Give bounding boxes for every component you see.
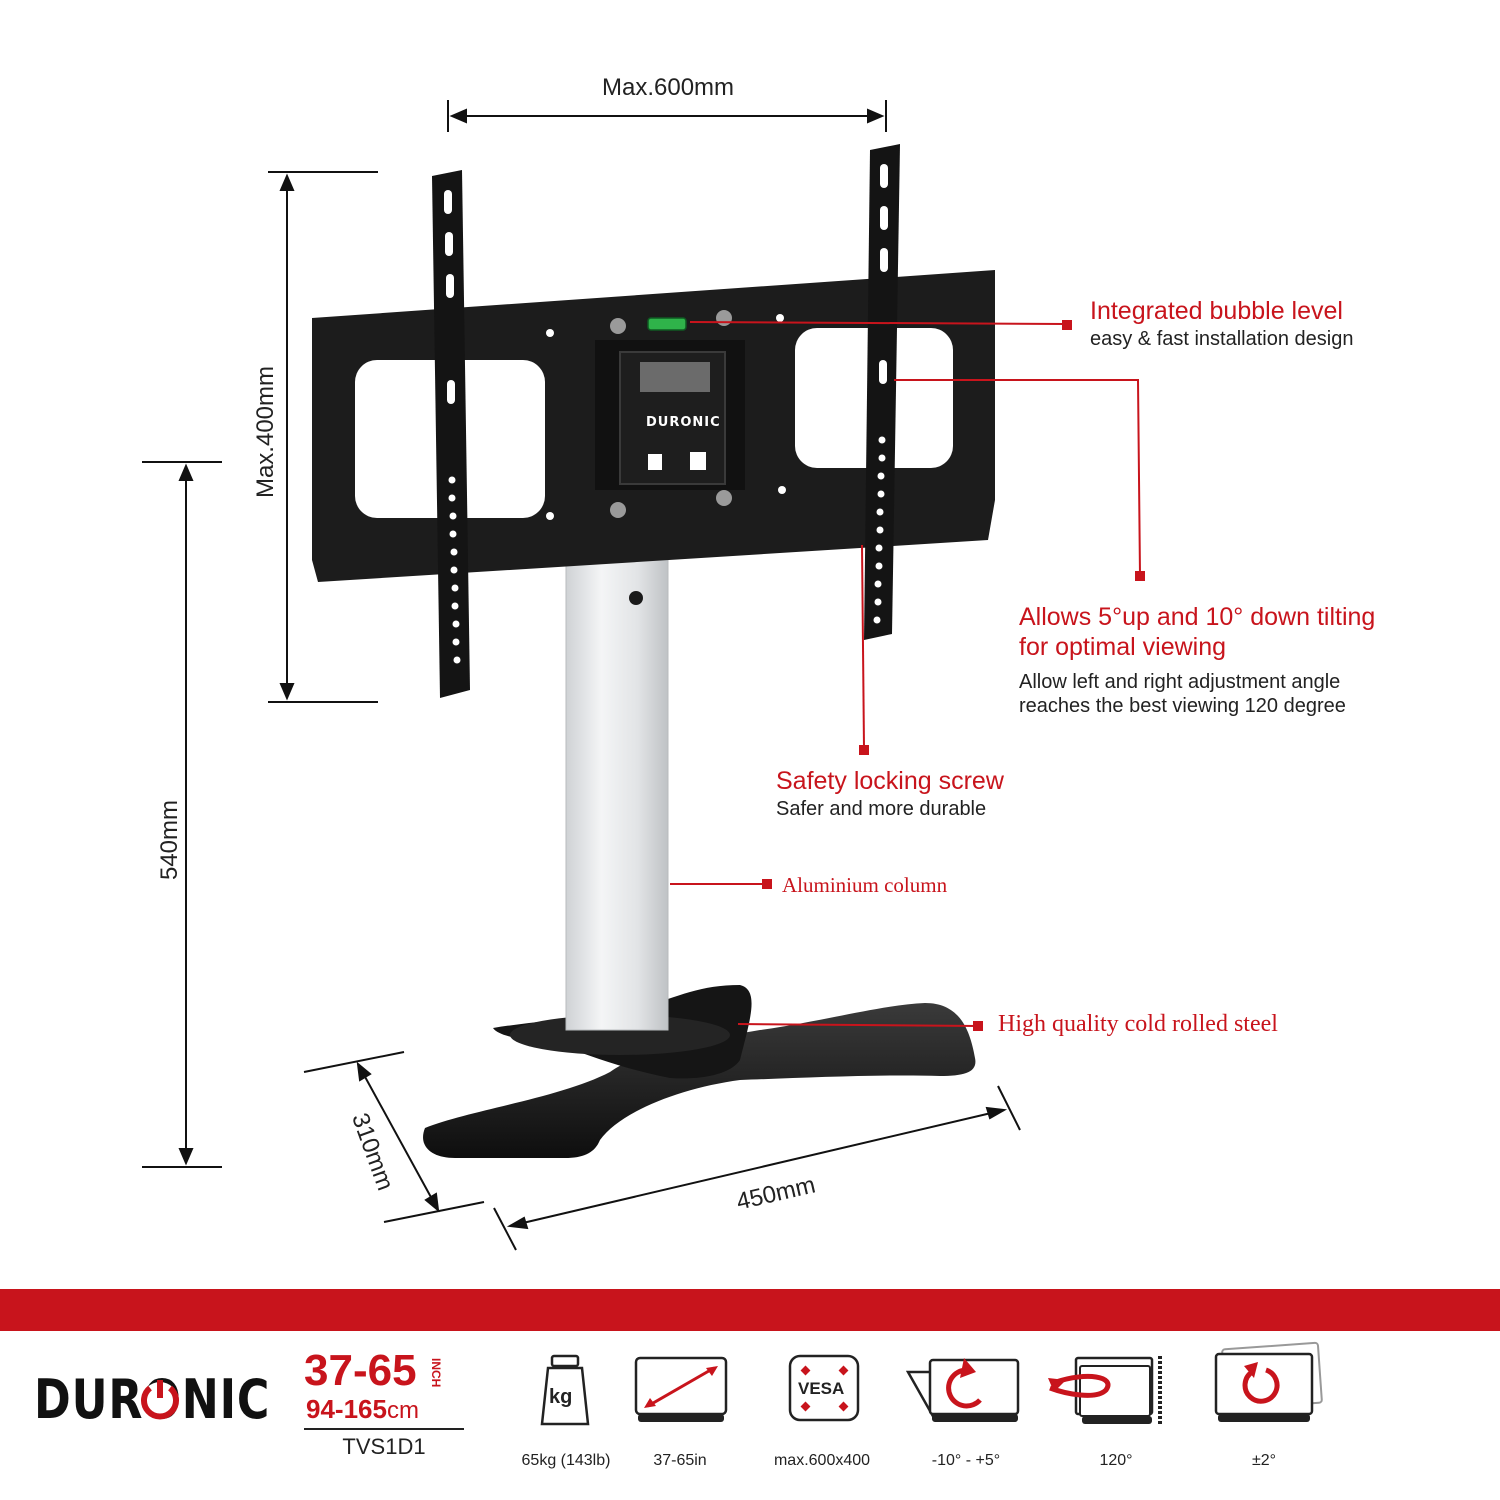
dimension-base-450	[493, 1085, 1021, 1251]
spec-vesa-label: max.600x400	[773, 1452, 871, 1469]
spec-swivel-label: 120°	[1099, 1452, 1133, 1469]
callout-bubble-level-title: Integrated bubble level	[1090, 297, 1343, 325]
dimension-column-540	[142, 461, 222, 1168]
plate-logo: DURONIC	[646, 415, 721, 430]
swivel-icon	[1048, 1356, 1162, 1424]
callout-safety-title: Safety locking screw	[776, 767, 1004, 795]
size-cm-unit: cm	[386, 1397, 419, 1424]
callout-markers	[762, 320, 1145, 1031]
callout-tilt-title-2: for optimal viewing	[1019, 633, 1227, 661]
tilt-icon	[906, 1358, 1020, 1422]
vertical-arm-left	[432, 170, 470, 698]
size-divider	[304, 1428, 464, 1430]
callout-lines	[670, 321, 1141, 1027]
dimension-width-600	[447, 100, 887, 132]
size-cm: 94-165cm	[306, 1394, 419, 1425]
rotate-icon	[1214, 1341, 1323, 1422]
power-icon	[141, 1380, 179, 1420]
leader-tilt	[894, 379, 1141, 577]
vertical-arm-right	[864, 144, 900, 640]
callout-steel-title: High quality cold rolled steel	[998, 1011, 1278, 1037]
callout-tilt-title-1: Allows 5°up and 10° down tilting	[1019, 603, 1376, 631]
spec-screen-size-label: 37-65in	[653, 1452, 707, 1469]
spec-tilt-label: -10° - +5°	[931, 1452, 1001, 1469]
dimension-column-label: 540mm	[156, 799, 183, 881]
size-inch: 37-65	[304, 1346, 417, 1395]
callout-column-title: Aluminium column	[782, 873, 948, 897]
mounting-plate	[312, 270, 995, 582]
dimension-width-label: Max.600mm	[602, 74, 735, 101]
callout-safety-subtitle: Safer and more durable	[776, 798, 987, 820]
dimension-height-400	[268, 171, 378, 703]
screen-size-icon	[634, 1356, 728, 1422]
size-inch-unit: INCH	[429, 1358, 443, 1388]
dimension-height-label: Max.400mm	[252, 365, 279, 499]
callout-bubble-level-subtitle: easy & fast installation design	[1090, 328, 1354, 350]
vesa-icon-text: VESA	[798, 1379, 845, 1398]
leader-steel	[737, 1023, 979, 1027]
callout-tilt-sub-1: Allow left and right adjustment angle	[1019, 671, 1341, 693]
spec-weight-label: 65kg (143lb)	[521, 1452, 611, 1469]
vesa-icon	[788, 1354, 860, 1422]
spec-rotate-label: ±2°	[1251, 1452, 1277, 1469]
callout-tilt-sub-2: reaches the best viewing 120 degree	[1019, 695, 1346, 717]
tv-stand-diagram	[142, 100, 1145, 1251]
aluminium-column	[565, 539, 669, 1031]
dimension-depth-310	[303, 1051, 485, 1223]
weight-icon-text: kg	[549, 1386, 573, 1408]
leader-bubble-level	[689, 321, 1067, 325]
weight-icon	[540, 1354, 590, 1426]
size-cm-value: 94-165	[306, 1394, 387, 1424]
red-banner	[0, 1289, 1500, 1331]
leader-safety	[861, 544, 865, 749]
model-number: TVS1D1	[342, 1434, 426, 1459]
steel-base	[423, 985, 976, 1158]
